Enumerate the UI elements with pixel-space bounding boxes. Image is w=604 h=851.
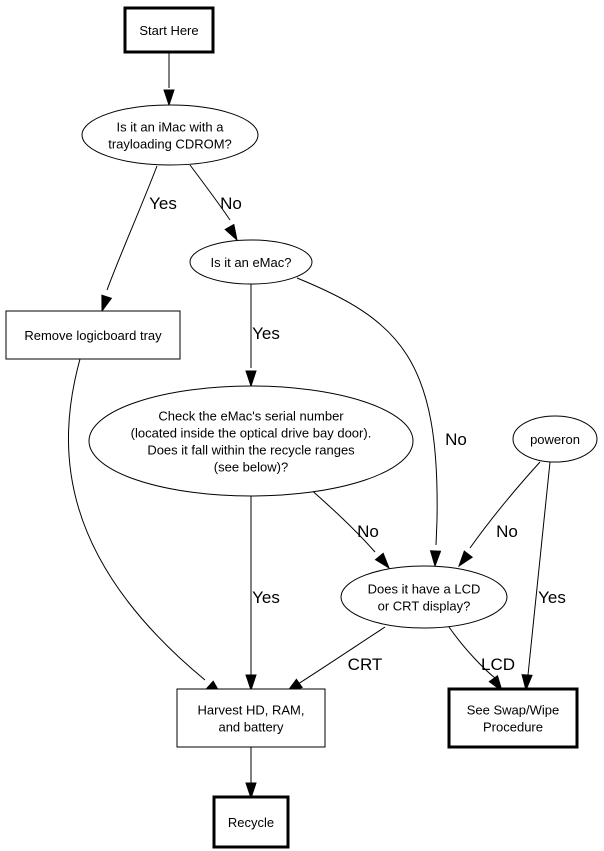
edge-poweron-to-swap: [521, 461, 551, 692]
node-text-line: See Swap/Wipe: [467, 703, 560, 718]
node-poweron[interactable]: poweron: [512, 415, 598, 463]
edge-label: Yes: [252, 588, 280, 607]
edge-emac-to-serial: [245, 284, 257, 388]
node-recycle[interactable]: Recycle: [212, 795, 290, 849]
node-display[interactable]: Does it have a LCD or CRT display?: [340, 565, 508, 629]
arrowhead-icon: [429, 550, 442, 568]
edge-imac-to-tray: [101, 165, 158, 313]
terminal-box: [123, 6, 215, 54]
node-text-line: and battery: [218, 720, 284, 735]
edge-label: Yes: [538, 588, 566, 607]
edge-label: Yes: [252, 324, 280, 343]
node-text-line: Remove logicboard tray: [24, 328, 162, 343]
edge-line: [189, 164, 231, 221]
node-text-line: poweron: [530, 432, 580, 447]
node-start[interactable]: Start Here: [123, 6, 215, 54]
edge-harvest-to-recycle: [245, 747, 257, 800]
node-emac[interactable]: Is it an eMac?: [189, 239, 313, 285]
node-text-line: Does it have a LCD: [368, 582, 481, 597]
arrowhead-icon: [245, 782, 257, 800]
edge-serial-to-harvest: [245, 496, 257, 692]
edge-serial-to-display: [308, 487, 391, 570]
edge-emac-to-display: [296, 277, 442, 568]
arrowhead-icon: [224, 223, 238, 242]
edge-poweron-to-display: [458, 461, 541, 568]
arrowhead-icon: [374, 552, 391, 570]
node-text-line: Is it an iMac with a: [117, 120, 225, 135]
node-text-line: Check the eMac's serial number: [158, 409, 344, 424]
edge-label: CRT: [348, 655, 383, 674]
decision-ellipse: [512, 415, 598, 463]
process-box: [5, 310, 181, 360]
edge-line: [296, 277, 438, 546]
edge-label: No: [220, 194, 242, 213]
decision-ellipse: [189, 239, 313, 285]
edge-label: LCD: [481, 655, 515, 674]
edge-label: Yes: [149, 194, 177, 213]
node-text-line: Is it an eMac?: [211, 255, 292, 270]
terminal-box: [447, 687, 579, 749]
decision-ellipse: [340, 565, 508, 629]
node-harvest[interactable]: Harvest HD, RAM, and battery: [176, 688, 326, 748]
edge-line: [448, 626, 496, 679]
edge-line: [297, 626, 386, 685]
edge-line: [68, 358, 206, 681]
edge-display-to-swap: [448, 626, 503, 693]
node-imac[interactable]: Is it an iMac with a trayloading CDROM?: [81, 104, 259, 166]
edge-imac-to-emac: [189, 164, 238, 242]
node-text-line: or CRT display?: [378, 599, 471, 614]
node-text-line: Does it fall within the recycle ranges: [147, 443, 355, 458]
nodes-layer: Start Here Is it an iMac with a trayloadin…: [5, 6, 598, 849]
edge-label: No: [357, 522, 379, 541]
arrowhead-icon: [163, 89, 175, 107]
edge-start-to-imac: [163, 52, 175, 107]
process-box: [176, 688, 326, 748]
node-text-line: Start Here: [139, 23, 198, 38]
arrowhead-icon: [458, 550, 474, 568]
node-tray[interactable]: Remove logicboard tray: [5, 310, 181, 360]
edge-label: No: [445, 430, 467, 449]
edge-line: [527, 461, 551, 676]
node-text-line: Recycle: [228, 815, 274, 830]
node-text-line: (located inside the optical drive bay do…: [131, 426, 372, 441]
edge-line: [469, 461, 541, 549]
node-text-line: Harvest HD, RAM,: [198, 703, 305, 718]
node-text-line: Procedure: [483, 720, 543, 735]
decision-ellipse: [88, 385, 414, 497]
edge-label: No: [496, 522, 518, 541]
edge-line: [308, 487, 376, 553]
node-text-line: trayloading CDROM?: [108, 137, 232, 152]
edges-layer: [68, 52, 551, 800]
node-serial[interactable]: Check the eMac's serial number (located i…: [88, 385, 414, 497]
arrowhead-icon: [245, 370, 257, 388]
edge-line: [106, 165, 158, 291]
arrowhead-icon: [245, 674, 257, 692]
terminal-box: [212, 795, 290, 849]
arrowhead-icon: [521, 674, 533, 692]
decision-ellipse: [81, 104, 259, 166]
node-text-line: (see below)?: [214, 460, 288, 475]
arrowhead-icon: [488, 675, 503, 693]
arrowhead-icon: [101, 294, 113, 313]
